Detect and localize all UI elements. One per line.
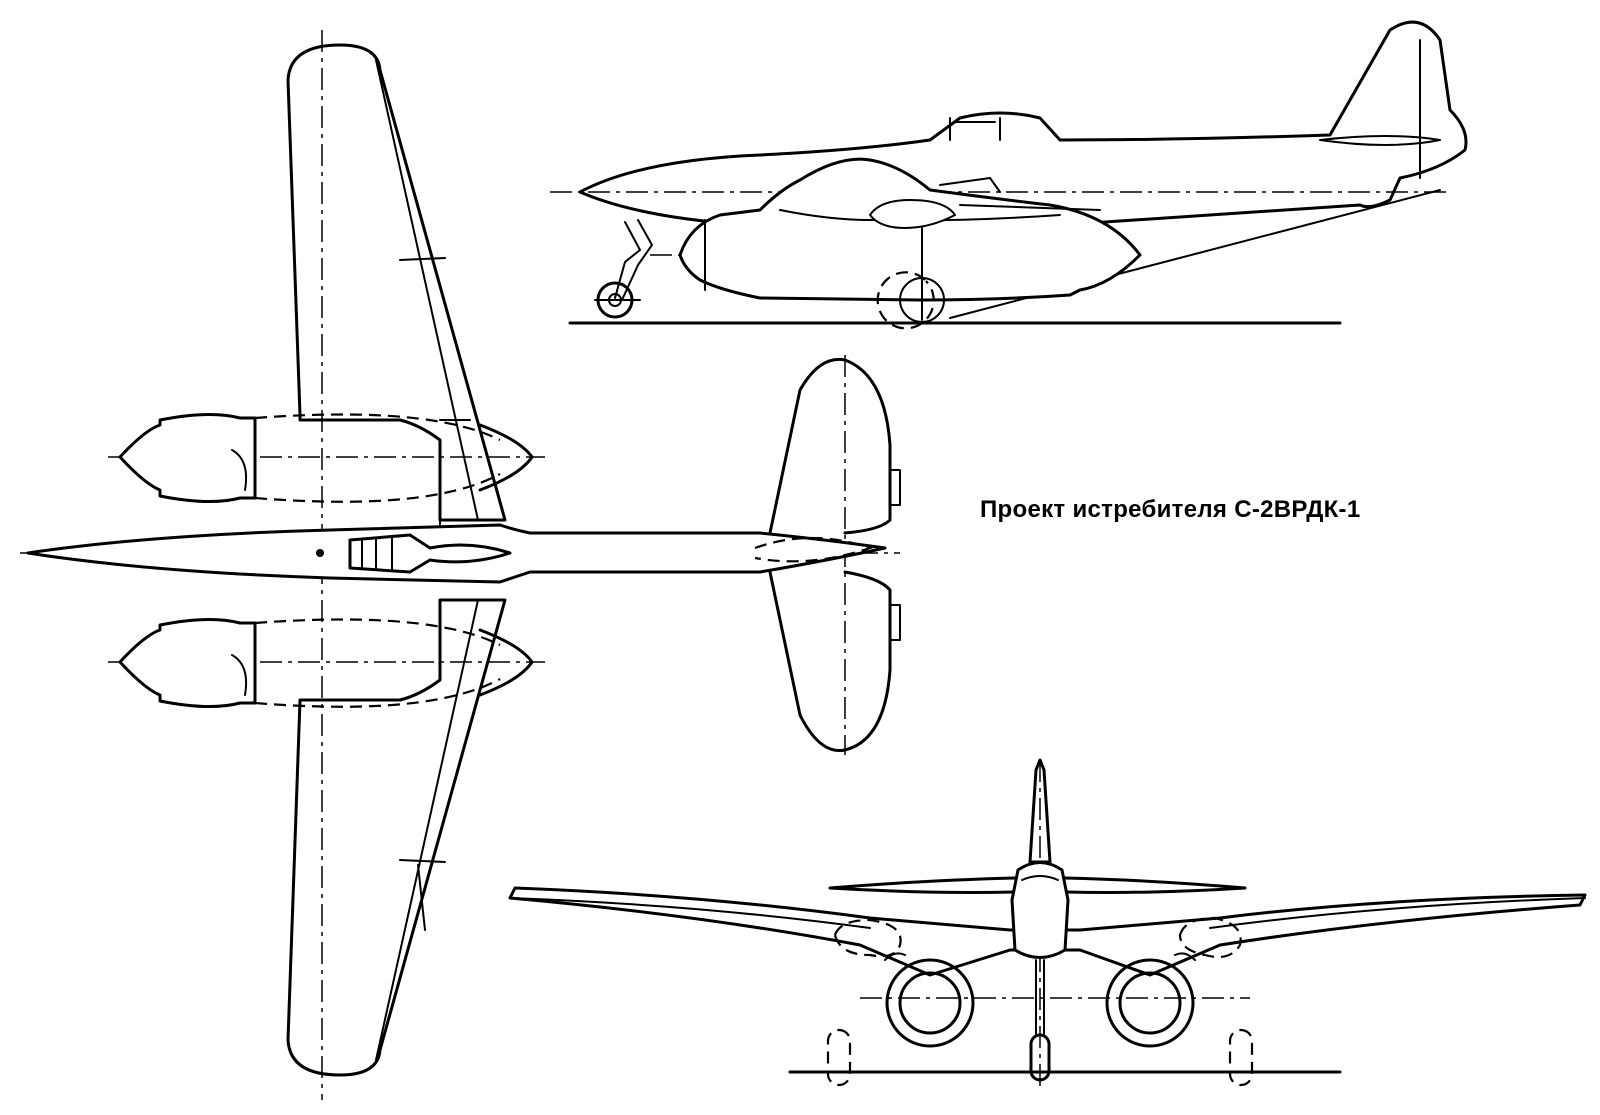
front-fuselage: [1010, 861, 1070, 959]
drawing-caption: Проект истребителя С-2ВРДК-1: [980, 496, 1361, 523]
side-intake: [869, 199, 956, 229]
cockpit: [348, 533, 512, 574]
plan-view: [20, 30, 901, 1100]
lower-wing: [286, 598, 507, 1077]
upper-tailplane: [768, 357, 892, 535]
front-fin: [1028, 758, 1052, 864]
upper-jet-nozzle: [478, 423, 534, 492]
left-engine-front: [885, 958, 975, 1048]
fuselage: [26, 523, 887, 584]
upper-engine-nacelle: [118, 412, 257, 504]
lower-tailplane: [768, 570, 892, 753]
side-view: [550, 20, 1468, 330]
lower-engine-nacelle: [118, 617, 257, 709]
lower-jet-nozzle: [478, 628, 534, 697]
side-fuselage: [578, 20, 1468, 230]
upper-wing: [286, 43, 507, 522]
front-wing: [508, 886, 1587, 977]
side-engine-nacelle: [678, 157, 1142, 302]
right-engine-front: [1105, 958, 1195, 1048]
front-nose-wheel: [1029, 1033, 1051, 1082]
front-view: [508, 758, 1587, 1090]
front-tailplane: [828, 876, 1247, 894]
